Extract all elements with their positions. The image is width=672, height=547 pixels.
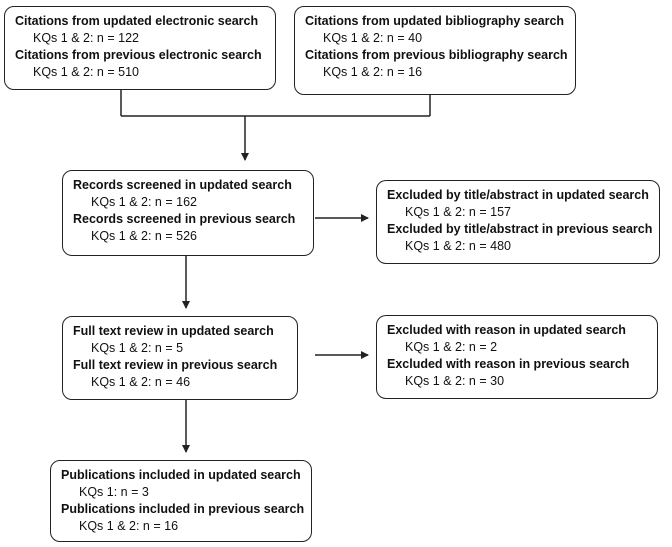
excluded-with-reason-box: Excluded with reason in updated search K… — [376, 315, 658, 399]
screened-previous-value: KQs 1 & 2: n = 526 — [91, 229, 197, 243]
excluded-title-previous-value: KQs 1 & 2: n = 480 — [405, 239, 511, 253]
screened-updated-heading: Records screened in updated search — [73, 178, 292, 192]
included-updated-value: KQs 1: n = 3 — [79, 485, 149, 499]
excluded-title-updated-heading: Excluded by title/abstract in updated se… — [387, 188, 649, 202]
electronic-updated-heading: Citations from updated electronic search — [15, 14, 259, 28]
electronic-updated-value: KQs 1 & 2: n = 122 — [33, 31, 139, 45]
excluded-reason-updated-value: KQs 1 & 2: n = 2 — [405, 340, 498, 354]
excluded-title-abstract-box: Excluded by title/abstract in updated se… — [376, 180, 660, 264]
electronic-previous-value: KQs 1 & 2: n = 510 — [33, 65, 139, 79]
excluded-title-updated-value: KQs 1 & 2: n = 157 — [405, 205, 511, 219]
included-previous-heading: Publications included in previous search — [61, 502, 305, 516]
electronic-search-box: Citations from updated electronic search… — [4, 6, 276, 90]
screened-previous-heading: Records screened in previous search — [73, 212, 296, 226]
excluded-reason-previous-value: KQs 1 & 2: n = 30 — [405, 374, 505, 388]
bibliography-updated-value: KQs 1 & 2: n = 40 — [323, 31, 423, 45]
excluded-reason-previous-heading: Excluded with reason in previous search — [387, 357, 630, 371]
excluded-reason-updated-heading: Excluded with reason in updated search — [387, 323, 626, 337]
fulltext-previous-value: KQs 1 & 2: n = 46 — [91, 375, 191, 389]
bibliography-previous-value: KQs 1 & 2: n = 16 — [323, 65, 423, 79]
fulltext-updated-heading: Full text review in updated search — [73, 324, 274, 338]
included-updated-heading: Publications included in updated search — [61, 468, 301, 482]
screened-updated-value: KQs 1 & 2: n = 162 — [91, 195, 197, 209]
fulltext-previous-heading: Full text review in previous search — [73, 358, 278, 372]
bibliography-search-box: Citations from updated bibliography sear… — [294, 6, 576, 95]
bibliography-updated-heading: Citations from updated bibliography sear… — [305, 14, 565, 28]
full-text-review-box: Full text review in updated search KQs 1… — [62, 316, 298, 400]
bibliography-previous-heading: Citations from previous bibliography sea… — [305, 48, 568, 62]
excluded-title-previous-heading: Excluded by title/abstract in previous s… — [387, 222, 653, 236]
electronic-previous-heading: Citations from previous electronic searc… — [15, 48, 262, 62]
publications-included-box: Publications included in updated search … — [50, 460, 312, 542]
records-screened-box: Records screened in updated search KQs 1… — [62, 170, 314, 256]
fulltext-updated-value: KQs 1 & 2: n = 5 — [91, 341, 184, 355]
included-previous-value: KQs 1 & 2: n = 16 — [79, 519, 179, 533]
